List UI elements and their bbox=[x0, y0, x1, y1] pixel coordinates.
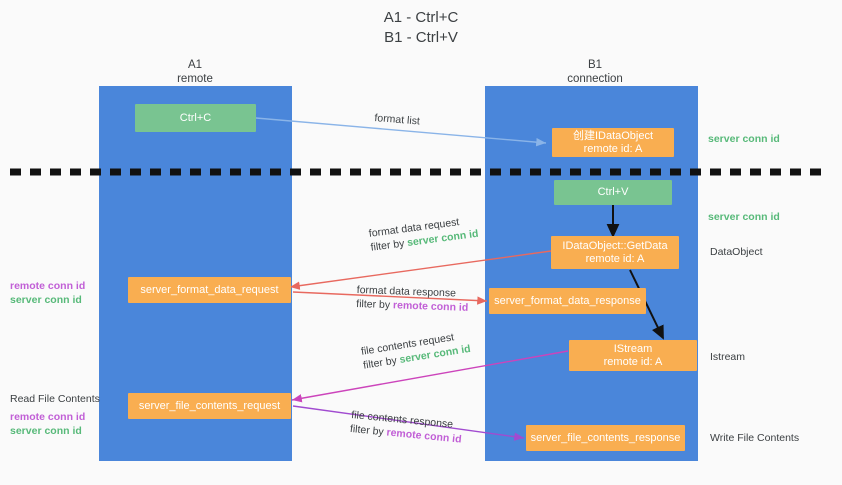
node-idataobject-getdata-line-1: IDataObject::GetData bbox=[562, 239, 668, 252]
node-server-file-contents-response[interactable]: server_file_contents_response bbox=[526, 425, 685, 451]
annotation-server-conn-id-2: server conn id bbox=[10, 425, 82, 437]
annotation-istream: Istream bbox=[710, 351, 746, 363]
column-header-a1: A1 remote bbox=[130, 58, 260, 86]
annotation-remote-conn-id-1: remote conn id bbox=[10, 280, 86, 292]
column-header-b1-sub: connection bbox=[567, 73, 623, 85]
column-header-b1: B1 connection bbox=[530, 58, 660, 86]
annotation-server-conn-id-top: server conn id bbox=[708, 133, 780, 145]
node-ctrl-v-label: Ctrl+V bbox=[597, 186, 629, 198]
edge-label-file-contents-request: file contents request filter by server c… bbox=[360, 328, 472, 373]
node-istream[interactable]: IStream remote id: A bbox=[569, 340, 697, 371]
node-server-file-contents-response-label: server_file_contents_response bbox=[530, 431, 681, 444]
edge-label-file-contents-response-prefix: filter by bbox=[349, 422, 388, 439]
node-server-format-data-response-label: server_format_data_response bbox=[494, 294, 641, 307]
edge-label-format-data-response-prefix: filter by bbox=[356, 297, 394, 312]
node-server-file-contents-request[interactable]: server_file_contents_request bbox=[128, 393, 291, 419]
node-idataobject-getdata-line-2: remote id: A bbox=[585, 252, 645, 265]
edge-label-format-data-response: format data response filter by remote co… bbox=[356, 283, 469, 315]
node-create-idataobject[interactable]: 创建IDataObject remote id: A bbox=[552, 128, 674, 157]
annotation-server-conn-id-mid: server conn id bbox=[708, 211, 780, 223]
node-server-file-contents-request-label: server_file_contents_request bbox=[138, 399, 281, 412]
node-create-idataobject-line-1: 创建IDataObject bbox=[572, 129, 654, 142]
edge-label-format-data-request: format data request filter by server con… bbox=[368, 213, 479, 255]
node-ctrl-c-label: Ctrl+C bbox=[179, 111, 212, 124]
column-header-b1-name: B1 bbox=[587, 59, 603, 71]
node-create-idataobject-line-2: remote id: A bbox=[583, 142, 643, 155]
edge-label-file-contents-response: file contents response filter by remote … bbox=[349, 408, 463, 447]
node-ctrl-c[interactable]: Ctrl+C bbox=[135, 104, 256, 132]
edge-label-format-data-request-prefix: filter by bbox=[369, 237, 408, 254]
node-server-format-data-request-label: server_format_data_request bbox=[140, 283, 279, 296]
annotation-write-file-contents: Write File Contents bbox=[710, 432, 800, 444]
node-istream-line-1: IStream bbox=[613, 342, 653, 355]
edge-label-format-data-response-token: remote conn id bbox=[392, 299, 469, 314]
annotation-server-conn-id-1: server conn id bbox=[10, 294, 82, 306]
column-header-a1-sub: remote bbox=[177, 73, 213, 85]
annotation-remote-conn-id-2: remote conn id bbox=[10, 411, 86, 423]
annotation-dataobject: DataObject bbox=[710, 246, 763, 258]
node-server-format-data-response[interactable]: server_format_data_response bbox=[489, 288, 646, 314]
annotation-read-file-contents: Read File Contents bbox=[10, 393, 100, 405]
node-ctrl-v[interactable]: Ctrl+V bbox=[554, 180, 672, 205]
node-istream-line-2: remote id: A bbox=[603, 355, 663, 368]
title-line-1: A1 - Ctrl+C bbox=[383, 9, 459, 26]
node-idataobject-getdata[interactable]: IDataObject::GetData remote id: A bbox=[551, 236, 679, 269]
column-header-a1-name: A1 bbox=[187, 59, 203, 71]
node-server-format-data-request[interactable]: server_format_data_request bbox=[128, 277, 291, 303]
diagram-title: A1 - Ctrl+C B1 - Ctrl+V bbox=[0, 8, 842, 48]
edge-label-format-data-response-line-2: filter by remote conn id bbox=[356, 297, 468, 315]
edge-label-format-list-text: format list bbox=[373, 111, 421, 128]
edge-label-format-list: format list bbox=[374, 111, 420, 129]
title-line-2: B1 - Ctrl+V bbox=[384, 29, 458, 46]
